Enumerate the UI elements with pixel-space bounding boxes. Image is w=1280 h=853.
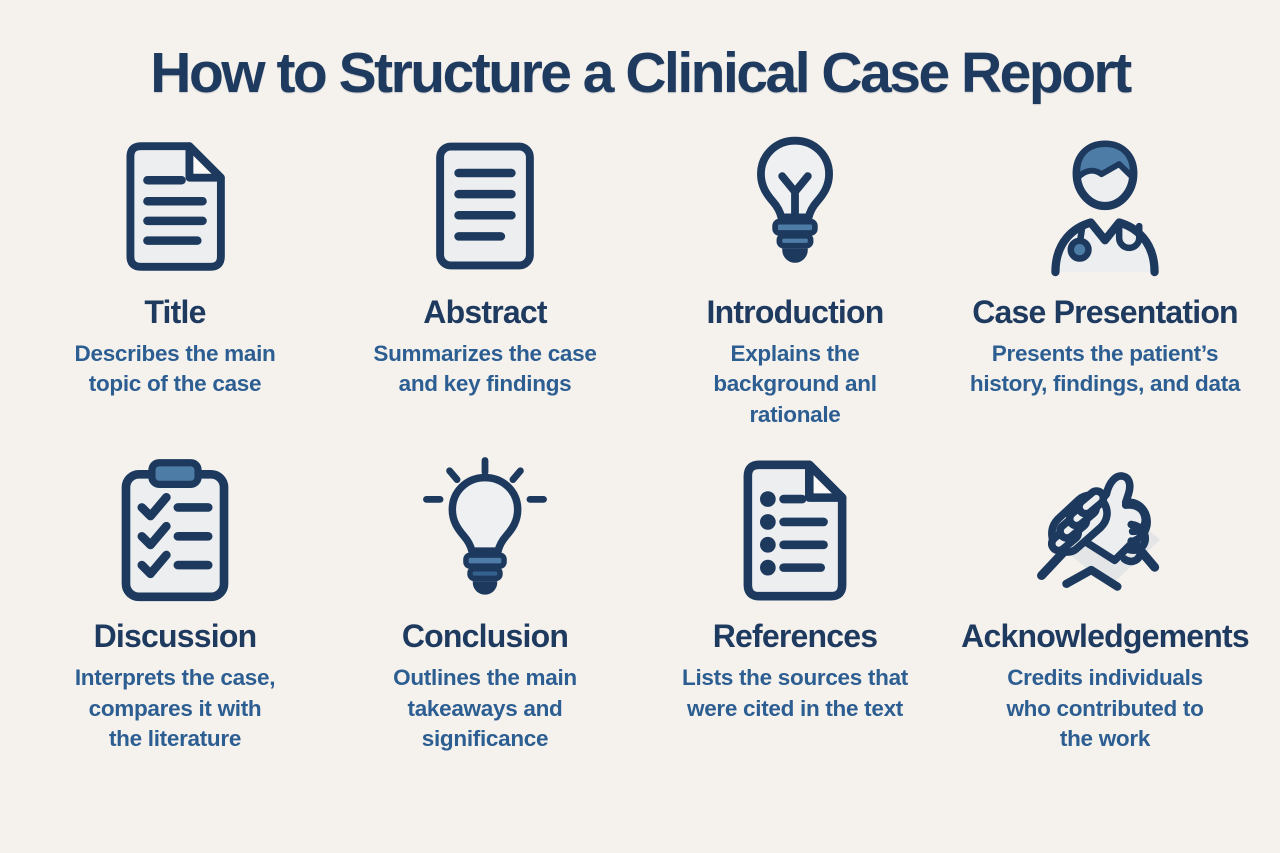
document-list-icon: [735, 454, 855, 606]
section-description: Describes the main topic of the case: [74, 341, 276, 397]
document-text-icon: [428, 130, 542, 282]
section-title: References: [712, 618, 878, 655]
section-description: Lists the sources that were cited in the…: [682, 665, 908, 721]
section-card-references: References Lists the sources that were c…: [640, 454, 950, 754]
section-card-introduction: Introduction Explains the background anl…: [640, 130, 950, 430]
document-lines-icon: [116, 130, 234, 282]
handshake-icon: [1029, 454, 1181, 606]
section-title: Case Presentation: [972, 294, 1238, 330]
section-description: Credits individuals who contributed to t…: [1006, 665, 1204, 751]
section-description: Explains the background anl rationale: [713, 341, 877, 427]
section-title: Introduction: [706, 294, 884, 330]
doctor-icon: [1046, 130, 1164, 282]
section-title: Title: [144, 294, 206, 330]
section-card-case-presentation: Case Presentation Presents the patient’s…: [950, 130, 1260, 430]
section-title: Acknowledgements: [961, 618, 1250, 655]
section-card-conclusion: Conclusion Outlines the main takeaways a…: [330, 454, 640, 754]
lightbulb-rays-icon: [421, 454, 549, 606]
lightbulb-filament-icon: [748, 130, 842, 282]
section-description: Outlines the main takeaways and signific…: [393, 665, 577, 751]
sections-grid: Title Describes the main topic of the ca…: [0, 106, 1280, 754]
section-description: Presents the patient’s history, findings…: [969, 341, 1241, 397]
section-title: Conclusion: [401, 618, 569, 655]
section-description: Interprets the case, compares it with th…: [74, 665, 276, 751]
section-title: Discussion: [93, 618, 258, 655]
section-card-title: Title Describes the main topic of the ca…: [20, 130, 330, 430]
section-title: Abstract: [423, 294, 547, 330]
clipboard-checklist-icon: [113, 454, 237, 606]
section-card-acknowledgements: Acknowledgements Credits individuals who…: [950, 454, 1260, 754]
page-title: How to Structure a Clinical Case Report: [150, 41, 1132, 105]
section-description: Summarizes the case and key findings: [373, 341, 597, 397]
section-card-abstract: Abstract Summarizes the case and key fin…: [330, 130, 640, 430]
section-card-discussion: Discussion Interprets the case, compares…: [20, 454, 330, 754]
